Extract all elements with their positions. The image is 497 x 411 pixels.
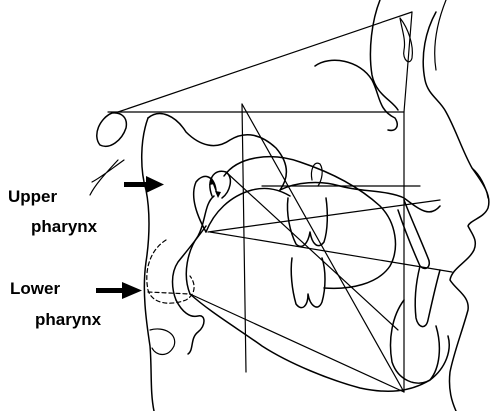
- orbit-outline: [315, 60, 397, 130]
- hyoid-epiglottis: [176, 300, 204, 354]
- tongue-outline: [224, 157, 395, 289]
- cranial-outline: [370, 0, 398, 110]
- sella-turcica: [97, 113, 127, 146]
- maxilla-outline: [280, 183, 440, 212]
- mandibular-plane: [190, 294, 404, 392]
- y-axis-line: [226, 172, 398, 330]
- lower-incisor: [415, 266, 440, 327]
- forehead-curve: [435, 0, 446, 70]
- lower-molar: [291, 258, 325, 308]
- upper-pharynx-label-line2: pharynx: [31, 218, 97, 235]
- condyle-outline: [210, 171, 230, 198]
- lower-pharynx-label-line1: Lower: [10, 280, 60, 297]
- soft-palate: [194, 176, 216, 232]
- upper-molar: [287, 198, 327, 246]
- pterygomaxillary-fissure: [148, 114, 286, 190]
- lower-pharynx-label-line2: pharynx: [35, 311, 101, 328]
- upper-incisor: [398, 200, 429, 268]
- anterior-pharyngeal-wall: [173, 226, 207, 300]
- sella-floor: [90, 160, 124, 195]
- lower-pharynx-arrow: [96, 282, 142, 299]
- upper-pharynx-label-line1: Upper: [8, 188, 57, 205]
- upper-measure-arrowhead-bottom: [215, 191, 221, 198]
- sella-nasion-line: [118, 12, 412, 112]
- posterior-pharyngeal-wall: [142, 118, 154, 411]
- mandible-outline: [190, 294, 449, 391]
- occlusal-plane: [210, 232, 452, 272]
- lower-pharynx-measure: [148, 292, 190, 294]
- ramus-outline: [186, 196, 214, 294]
- cervical-vertebra: [150, 329, 175, 355]
